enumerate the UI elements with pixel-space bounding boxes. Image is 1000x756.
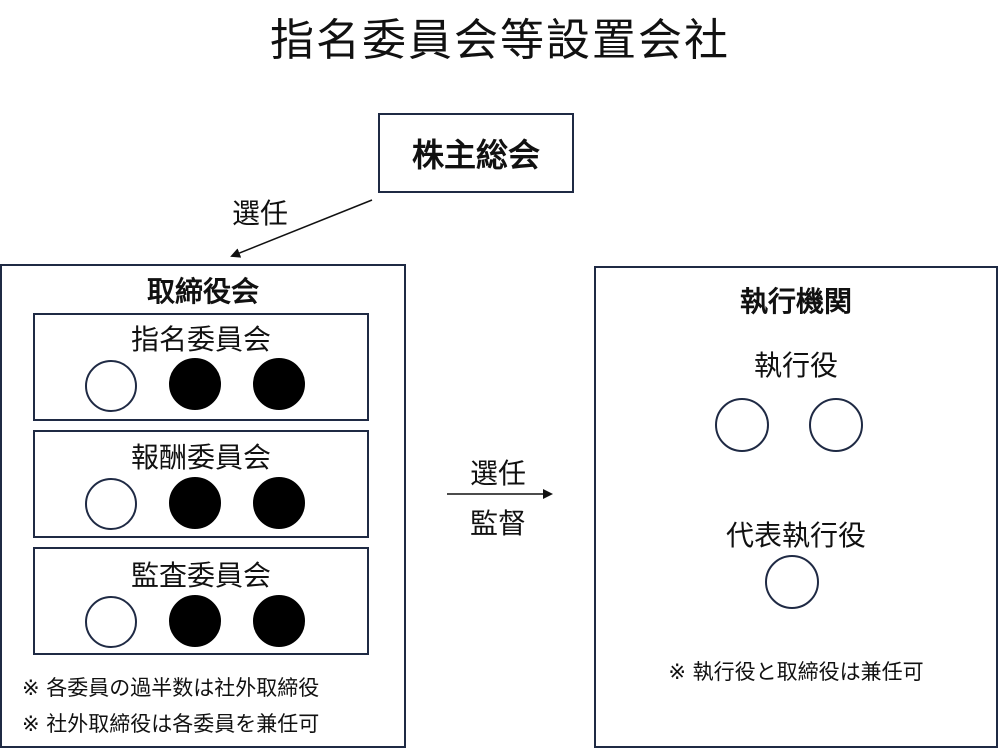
elect-label: 選任 xyxy=(232,197,289,230)
shareholders-meeting-box: 株主総会 xyxy=(378,113,574,193)
shareholders-meeting-label: 株主総会 xyxy=(411,136,540,174)
board-note: ※ 社外取締役は各委員を兼任可 xyxy=(22,712,320,736)
inside-director-circle xyxy=(169,595,221,647)
board-note: ※ 各委員の過半数は社外取締役 xyxy=(22,676,320,700)
outside-director-circle xyxy=(85,596,137,648)
executive-officers-label: 執行役 xyxy=(753,349,838,382)
compensation-committee-title: 報酬委員会 xyxy=(130,441,271,474)
inside-director-circle xyxy=(253,595,305,647)
elect-board-arrow xyxy=(230,199,373,258)
elect-label: 選任 xyxy=(470,457,527,490)
ceo-label: 代表執行役 xyxy=(725,519,866,552)
executive-body-box xyxy=(594,266,998,748)
board-title: 取締役会 xyxy=(146,275,259,308)
inside-director-circle xyxy=(169,358,221,410)
executive-body-title: 執行機関 xyxy=(739,285,852,318)
supervise-label: 監督 xyxy=(470,507,527,540)
executive-officer-circle xyxy=(715,398,769,452)
ceo-circle xyxy=(765,555,819,609)
outside-director-circle xyxy=(85,478,137,530)
audit-committee-title: 監査委員会 xyxy=(130,559,271,592)
inside-director-circle xyxy=(253,358,305,410)
executive-officer-circle xyxy=(809,398,863,452)
inside-director-circle xyxy=(253,477,305,529)
executive-note: ※ 執行役と取締役は兼任可 xyxy=(668,660,924,684)
nomination-committee-title: 指名委員会 xyxy=(130,323,271,356)
outside-director-circle xyxy=(85,360,137,412)
inside-director-circle xyxy=(169,477,221,529)
page-title: 指名委員会等設置会社 xyxy=(270,15,730,66)
